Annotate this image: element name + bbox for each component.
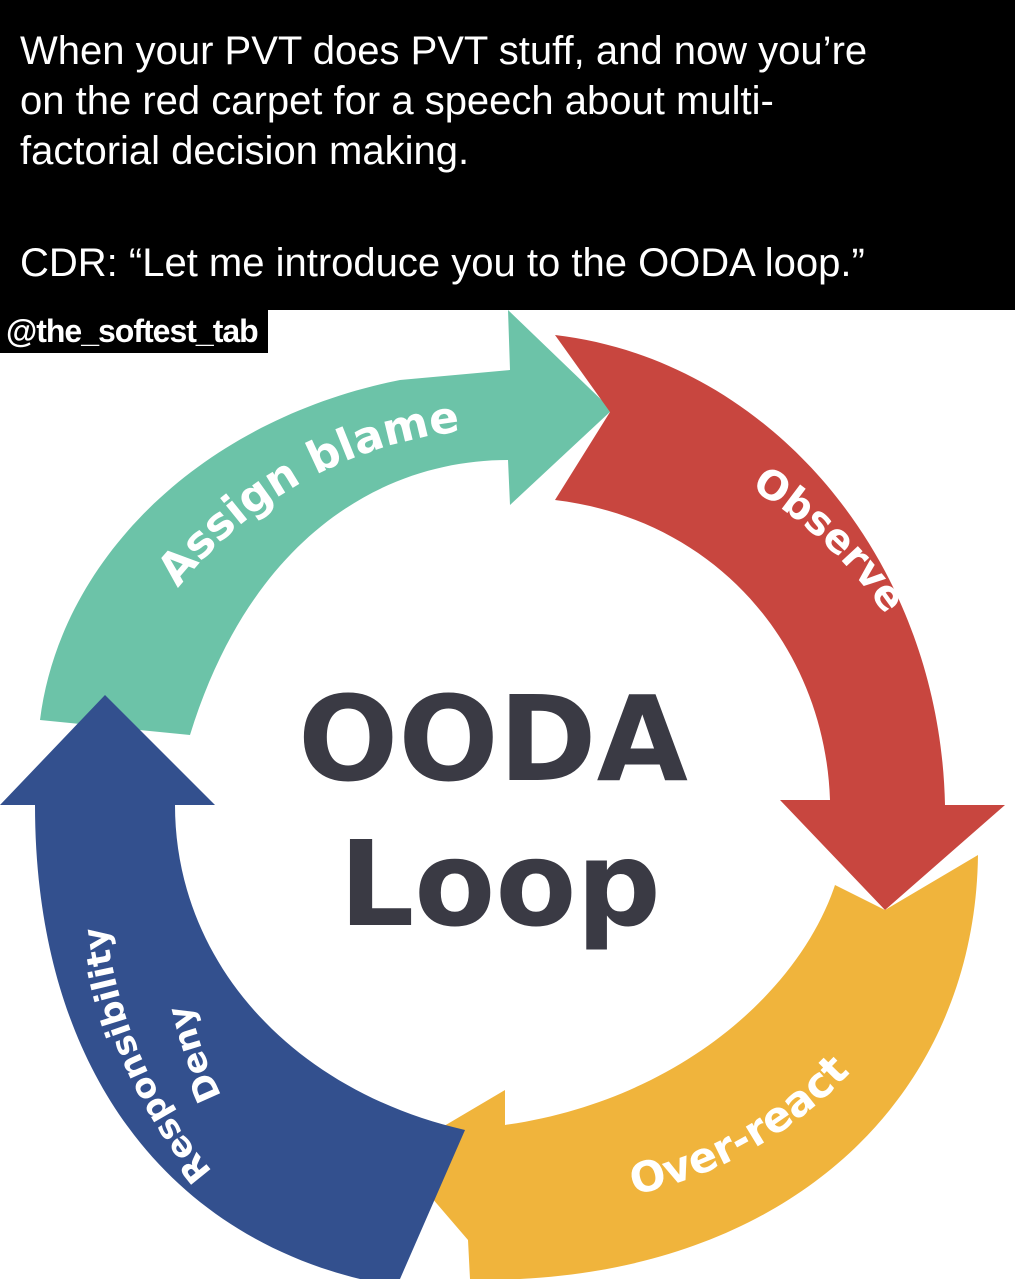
caption-line-1: When your PVT does PVT stuff, and now yo… <box>20 29 868 73</box>
segment-observe-arrow <box>555 335 1005 910</box>
segment-overreact-arrow <box>395 855 978 1279</box>
caption-line-4: CDR: “Let me introduce you to the OODA l… <box>20 241 865 285</box>
segment-assign-blame-arrow <box>40 310 612 735</box>
segment-deny-responsibility-arrow <box>0 695 465 1279</box>
caption-line-3: factorial decision making. <box>20 129 470 173</box>
caption-line-2: on the red carpet for a speech about mul… <box>20 79 774 123</box>
center-title-line1: OODA <box>298 670 688 808</box>
center-title-line2: Loop <box>339 815 661 953</box>
author-handle: @the_softest_tab <box>0 309 268 353</box>
caption-banner: When your PVT does PVT stuff, and now yo… <box>0 0 1015 310</box>
